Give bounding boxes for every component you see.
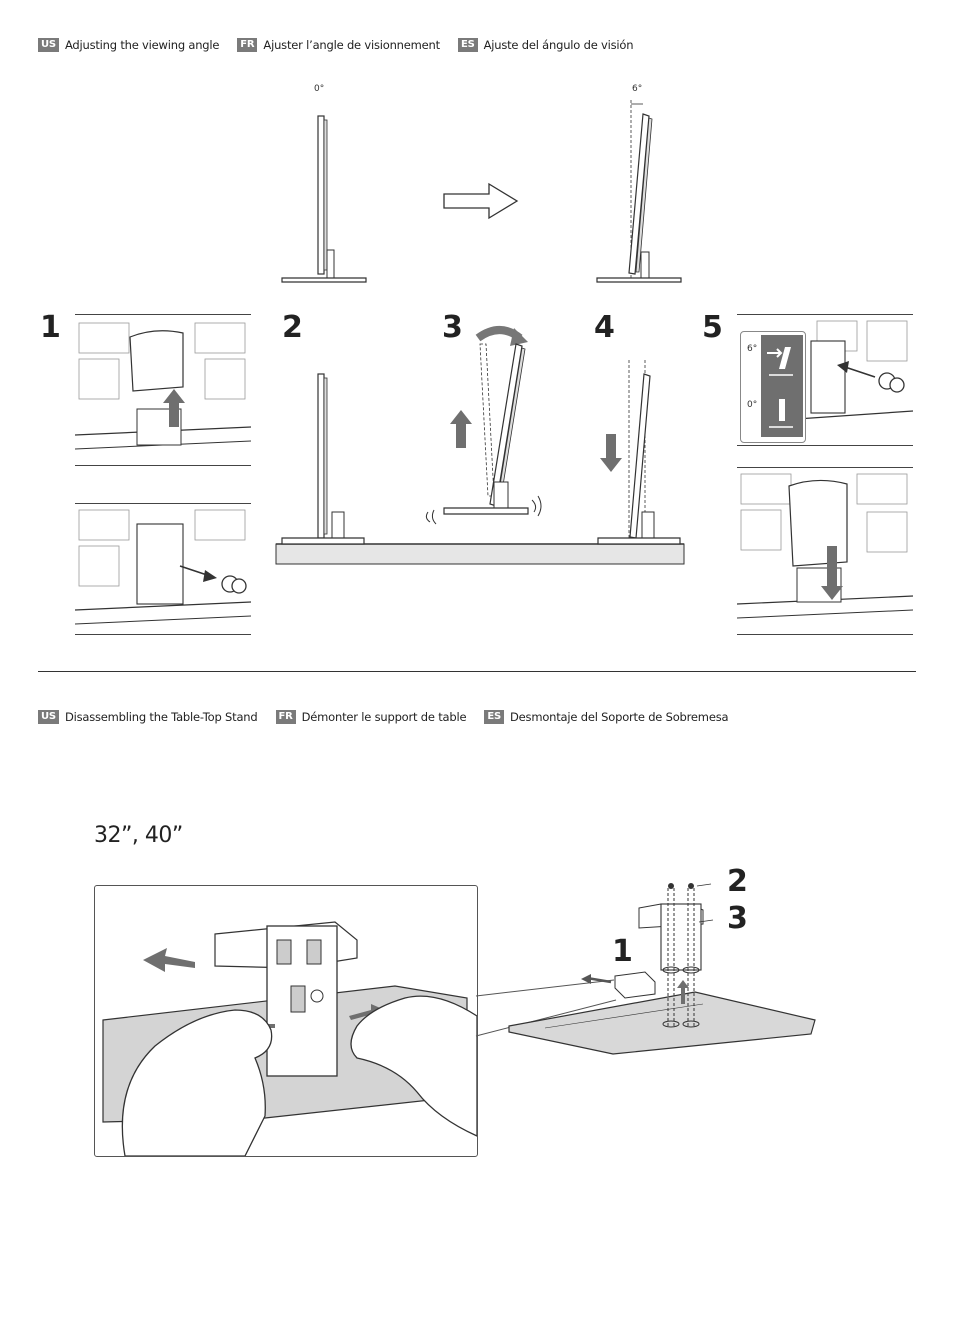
lang-badge-es: ES <box>457 38 478 52</box>
lang-badge-fr: FR <box>237 38 258 52</box>
step1-panel-remove-cover <box>75 314 251 466</box>
step5-panel-attach-screw: 6° 0° <box>737 314 913 446</box>
title-fr: Ajuster l’angle de visionnement <box>263 38 440 52</box>
lang-badge-us: US <box>38 38 59 52</box>
step-number-1: 1 <box>40 310 61 345</box>
step3-tv-lift <box>425 326 542 525</box>
angle-selector-inset: 6° 0° <box>740 331 806 443</box>
detail-box-hands-removing-neck <box>94 885 478 1157</box>
title-es-2: Desmontaje del Soporte de Sobremesa <box>510 710 729 724</box>
step4-tv-lower <box>597 360 681 545</box>
title-es: Ajuste del ángulo de visión <box>483 38 634 52</box>
lang-fr: FR Ajuster l’angle de visionnement <box>237 38 440 52</box>
step-number-4: 4 <box>594 310 615 345</box>
steps-2-4-illustration <box>275 326 685 565</box>
stand-exploded-view <box>508 883 816 1055</box>
lang-us-2: US Disassembling the Table-Top Stand <box>38 710 258 724</box>
angle-start-label: 0° <box>314 84 325 94</box>
title-us-2: Disassembling the Table-Top Stand <box>64 710 258 724</box>
section1-language-headers: US Adjusting the viewing angle FR Ajuste… <box>38 38 651 52</box>
lang-us: US Adjusting the viewing angle <box>38 38 219 52</box>
step1-panel-remove-screw <box>75 503 251 635</box>
step-number-2: 2 <box>282 310 303 345</box>
section-divider <box>38 671 916 672</box>
tv-side-view-0deg <box>281 115 367 283</box>
lang-es: ES Ajuste del ángulo de visión <box>457 38 634 52</box>
step5-panel-attach-cover <box>737 467 913 635</box>
callout-2: 2 <box>727 864 748 899</box>
lang-badge-us-2: US <box>38 710 59 724</box>
callout-1: 1 <box>612 934 633 969</box>
lang-badge-fr-2: FR <box>275 710 296 724</box>
direction-arrow-right <box>443 182 519 220</box>
lang-badge-es-2: ES <box>484 710 504 724</box>
inset-angle-0-label: 0° <box>747 400 758 410</box>
step-number-3: 3 <box>442 310 463 345</box>
tv-side-view-6deg <box>596 100 682 283</box>
screen-size-label: 32”, 40” <box>94 823 183 848</box>
title-fr-2: Démonter le support de table <box>301 710 467 724</box>
step2-tv <box>281 373 365 545</box>
angle-end-label: 6° <box>632 84 643 94</box>
callout-3: 3 <box>727 901 748 936</box>
section2-language-headers: US Disassembling the Table-Top Stand FR … <box>38 710 746 724</box>
step-number-5: 5 <box>702 310 723 345</box>
angle-selector-graphic <box>761 335 803 437</box>
lang-es-2: ES Desmontaje del Soporte de Sobremesa <box>484 710 729 724</box>
lang-fr-2: FR Démonter le support de table <box>275 710 467 724</box>
title-us: Adjusting the viewing angle <box>64 38 220 52</box>
inset-angle-6-label: 6° <box>747 344 758 354</box>
